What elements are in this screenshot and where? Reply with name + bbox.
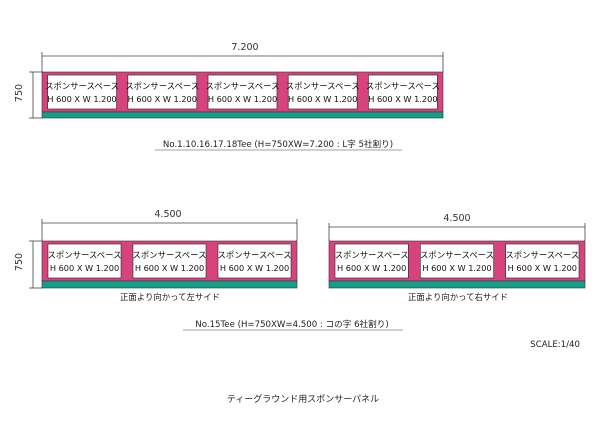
sponsor-space-label: スポンサースペース xyxy=(420,250,494,260)
left-sponsor-panel: スポンサースペース H 600 X W 1.200 xyxy=(132,243,207,279)
sponsor-size-label: H 600 X W 1.200 xyxy=(288,94,357,104)
sponsor-panel-frame xyxy=(419,243,495,279)
top-height-label: 750 xyxy=(14,84,25,102)
left-teal-base xyxy=(41,280,298,289)
top-width-label: 7.200 xyxy=(231,42,258,53)
sponsor-size-label: H 600 X W 1.200 xyxy=(50,263,119,273)
sponsor-panel-frame xyxy=(207,74,278,110)
sponsor-panel-frame xyxy=(217,243,292,279)
top-teal-base xyxy=(41,111,444,119)
sponsor-size-label: H 600 X W 1.200 xyxy=(508,263,577,273)
sponsor-panel-frame xyxy=(505,243,580,279)
sponsor-size-label: H 600 X W 1.200 xyxy=(220,263,289,273)
right-sponsor-panel: スポンサースペース H 600 X W 1.200 xyxy=(505,243,580,279)
drawing-title: ティーグラウンド用スポンサーパネル xyxy=(227,393,379,405)
top-caption: No.1.10.16.17.18Tee (H=750XW=7.200 : L字 … xyxy=(163,138,393,150)
sponsor-panel-frame xyxy=(127,74,198,110)
left-side-label: 正面より向かって左サイド xyxy=(120,292,220,302)
top-sponsor-panel: スポンサースペース H 600 X W 1.200 xyxy=(45,74,119,110)
sponsor-panel-frame xyxy=(334,243,409,279)
left-panel-row: スポンサースペース H 600 X W 1.200 スポンサースペース H 600 X… xyxy=(47,243,292,279)
sponsor-space-label: スポンサースペース xyxy=(218,250,292,260)
sponsor-size-label: H 600 X W 1.200 xyxy=(368,94,437,104)
sponsor-space-label: スポンサースペース xyxy=(335,250,409,260)
sponsor-panel-frame xyxy=(368,74,438,110)
top-sponsor-panel: スポンサースペース H 600 X W 1.200 xyxy=(125,74,199,110)
top-sponsor-panel: スポンサースペース H 600 X W 1.200 xyxy=(366,74,440,110)
left-sponsor-panel: スポンサースペース H 600 X W 1.200 xyxy=(47,243,122,279)
sponsor-size-label: H 600 X W 1.200 xyxy=(128,94,197,104)
sponsor-panel-frame xyxy=(47,243,122,279)
sponsor-space-label: スポンサースペース xyxy=(505,250,579,260)
sponsor-size-label: H 600 X W 1.200 xyxy=(208,94,277,104)
left-width-label: 4.500 xyxy=(154,209,181,220)
right-assembly: 4.500 スポンサースペース H 600 X W 1.200 スポンサースペース H… xyxy=(328,213,586,302)
left-sponsor-panel: スポンサースペース H 600 X W 1.200 xyxy=(217,243,292,279)
sponsor-space-label: スポンサースペース xyxy=(366,81,440,91)
sponsor-space-label: スポンサースペース xyxy=(48,250,122,260)
right-sponsor-panel: スポンサースペース H 600 X W 1.200 xyxy=(419,243,495,279)
right-teal-base xyxy=(328,280,586,289)
sponsor-size-label: H 600 X W 1.200 xyxy=(135,263,204,273)
sponsor-space-label: スポンサースペース xyxy=(125,81,199,91)
right-sponsor-panel: スポンサースペース H 600 X W 1.200 xyxy=(334,243,409,279)
bottom-caption: No.15Tee (H=750XW=4.500 : コの字 6社割り) xyxy=(195,318,388,330)
sponsor-size-label: H 600 X W 1.200 xyxy=(422,263,491,273)
sponsor-panel-frame xyxy=(47,74,117,110)
sponsor-space-label: スポンサースペース xyxy=(133,250,207,260)
left-height-label: 750 xyxy=(14,253,25,271)
scale-label: SCALE:1/40 xyxy=(530,340,580,350)
sponsor-space-label: スポンサースペース xyxy=(286,81,360,91)
sponsor-space-label: スポンサースペース xyxy=(45,81,119,91)
top-panel-row: スポンサースペース H 600 X W 1.200 スポンサースペース H 600 X… xyxy=(45,74,440,110)
sponsor-size-label: H 600 X W 1.200 xyxy=(47,94,116,104)
sponsor-size-label: H 600 X W 1.200 xyxy=(337,263,406,273)
right-width-label: 4.500 xyxy=(443,213,470,224)
top-sponsor-panel: スポンサースペース H 600 X W 1.200 xyxy=(286,74,360,110)
sponsor-panel-frame xyxy=(287,74,358,110)
top-sponsor-panel: スポンサースペース H 600 X W 1.200 xyxy=(206,74,280,110)
sponsor-panel-frame xyxy=(132,243,207,279)
sponsor-space-label: スポンサースペース xyxy=(206,81,280,91)
right-side-label: 正面より向かって右サイド xyxy=(408,292,508,302)
right-panel-row: スポンサースペース H 600 X W 1.200 スポンサースペース H 600 X… xyxy=(334,243,580,279)
